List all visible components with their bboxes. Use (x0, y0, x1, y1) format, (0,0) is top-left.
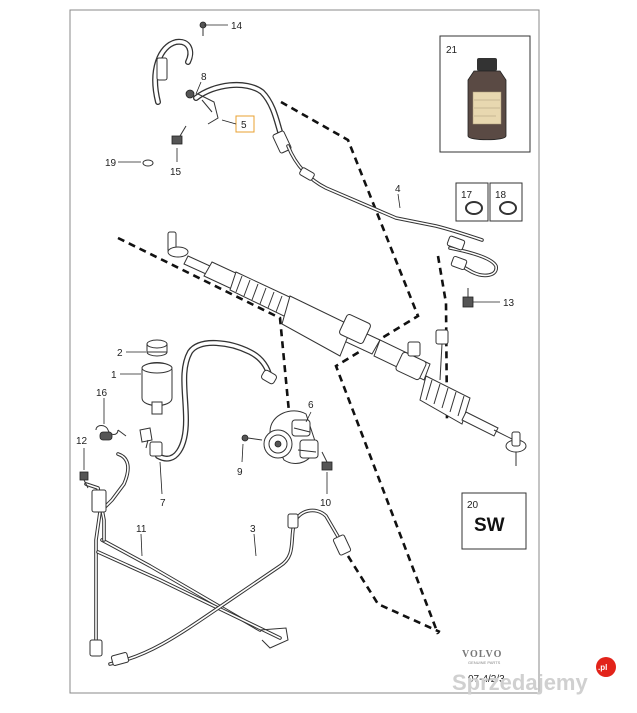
watermark-badge (596, 657, 616, 677)
sw-label: SW (474, 515, 505, 536)
part-label-13: 13 (503, 298, 515, 309)
pressure-pipe-4 (286, 144, 498, 278)
return-pipes (84, 452, 352, 666)
watermark-text: Sprzedajemy (452, 670, 588, 695)
suction-hose-7 (149, 339, 277, 462)
dashed-connection-lines (117, 100, 449, 635)
volvo-wordmark: VOLVO (462, 649, 502, 660)
part-label-8: 8 (201, 72, 207, 83)
part-label-6: 6 (308, 400, 314, 411)
diagram-ref-code: 07-4/2/3 (468, 674, 505, 685)
fittings-left (139, 427, 153, 449)
steering-rack (167, 231, 527, 466)
part-label-12: 12 (76, 436, 88, 447)
clamp-16 (95, 425, 127, 441)
part-label-19: 19 (105, 158, 117, 169)
part-label-17: 17 (461, 190, 473, 201)
o-ring-19 (142, 159, 154, 167)
part-label-3: 3 (250, 524, 256, 535)
part-label-15: 15 (170, 167, 182, 178)
part-labels: 14 8 5 19 15 4 13 2 1 16 6 12 9 10 7 11 (76, 21, 515, 557)
part-label-5: 5 (241, 120, 247, 131)
part-label-18: 18 (495, 190, 507, 201)
power-steering-pump (263, 410, 319, 464)
part-label-21: 21 (446, 45, 458, 56)
box-20-sw: 20 SW (461, 492, 527, 550)
sprzedajemy-watermark: Sprzedajemy .pl (452, 657, 616, 695)
part-label-2: 2 (117, 348, 123, 359)
bolt-12 (79, 471, 89, 489)
part-label-20: 20 (467, 500, 479, 511)
part-label-4: 4 (395, 184, 401, 195)
fluid-reservoir (141, 339, 173, 415)
pressure-hose-5 (152, 38, 292, 154)
part-label-14: 14 (231, 21, 243, 32)
bolt-10 (321, 451, 333, 471)
box-21-fluid-bottle: 21 (439, 35, 531, 153)
volvo-brand: VOLVO GENUINE PARTS (462, 649, 502, 665)
bolt-15 (171, 125, 187, 145)
genuine-parts-text: GENUINE PARTS (468, 660, 501, 665)
watermark-badge-text: .pl (598, 663, 607, 672)
bolt-9 (241, 434, 263, 442)
part-label-9: 9 (237, 467, 243, 478)
box-18-o-ring: 18 (489, 182, 523, 222)
box-17-o-ring: 17 (455, 182, 489, 222)
bottle-cap (477, 58, 497, 71)
part-label-7: 7 (160, 498, 166, 509)
part-label-10: 10 (320, 498, 332, 509)
part-label-1: 1 (111, 370, 117, 381)
part-label-16: 16 (96, 388, 108, 399)
part-label-11: 11 (136, 524, 147, 535)
